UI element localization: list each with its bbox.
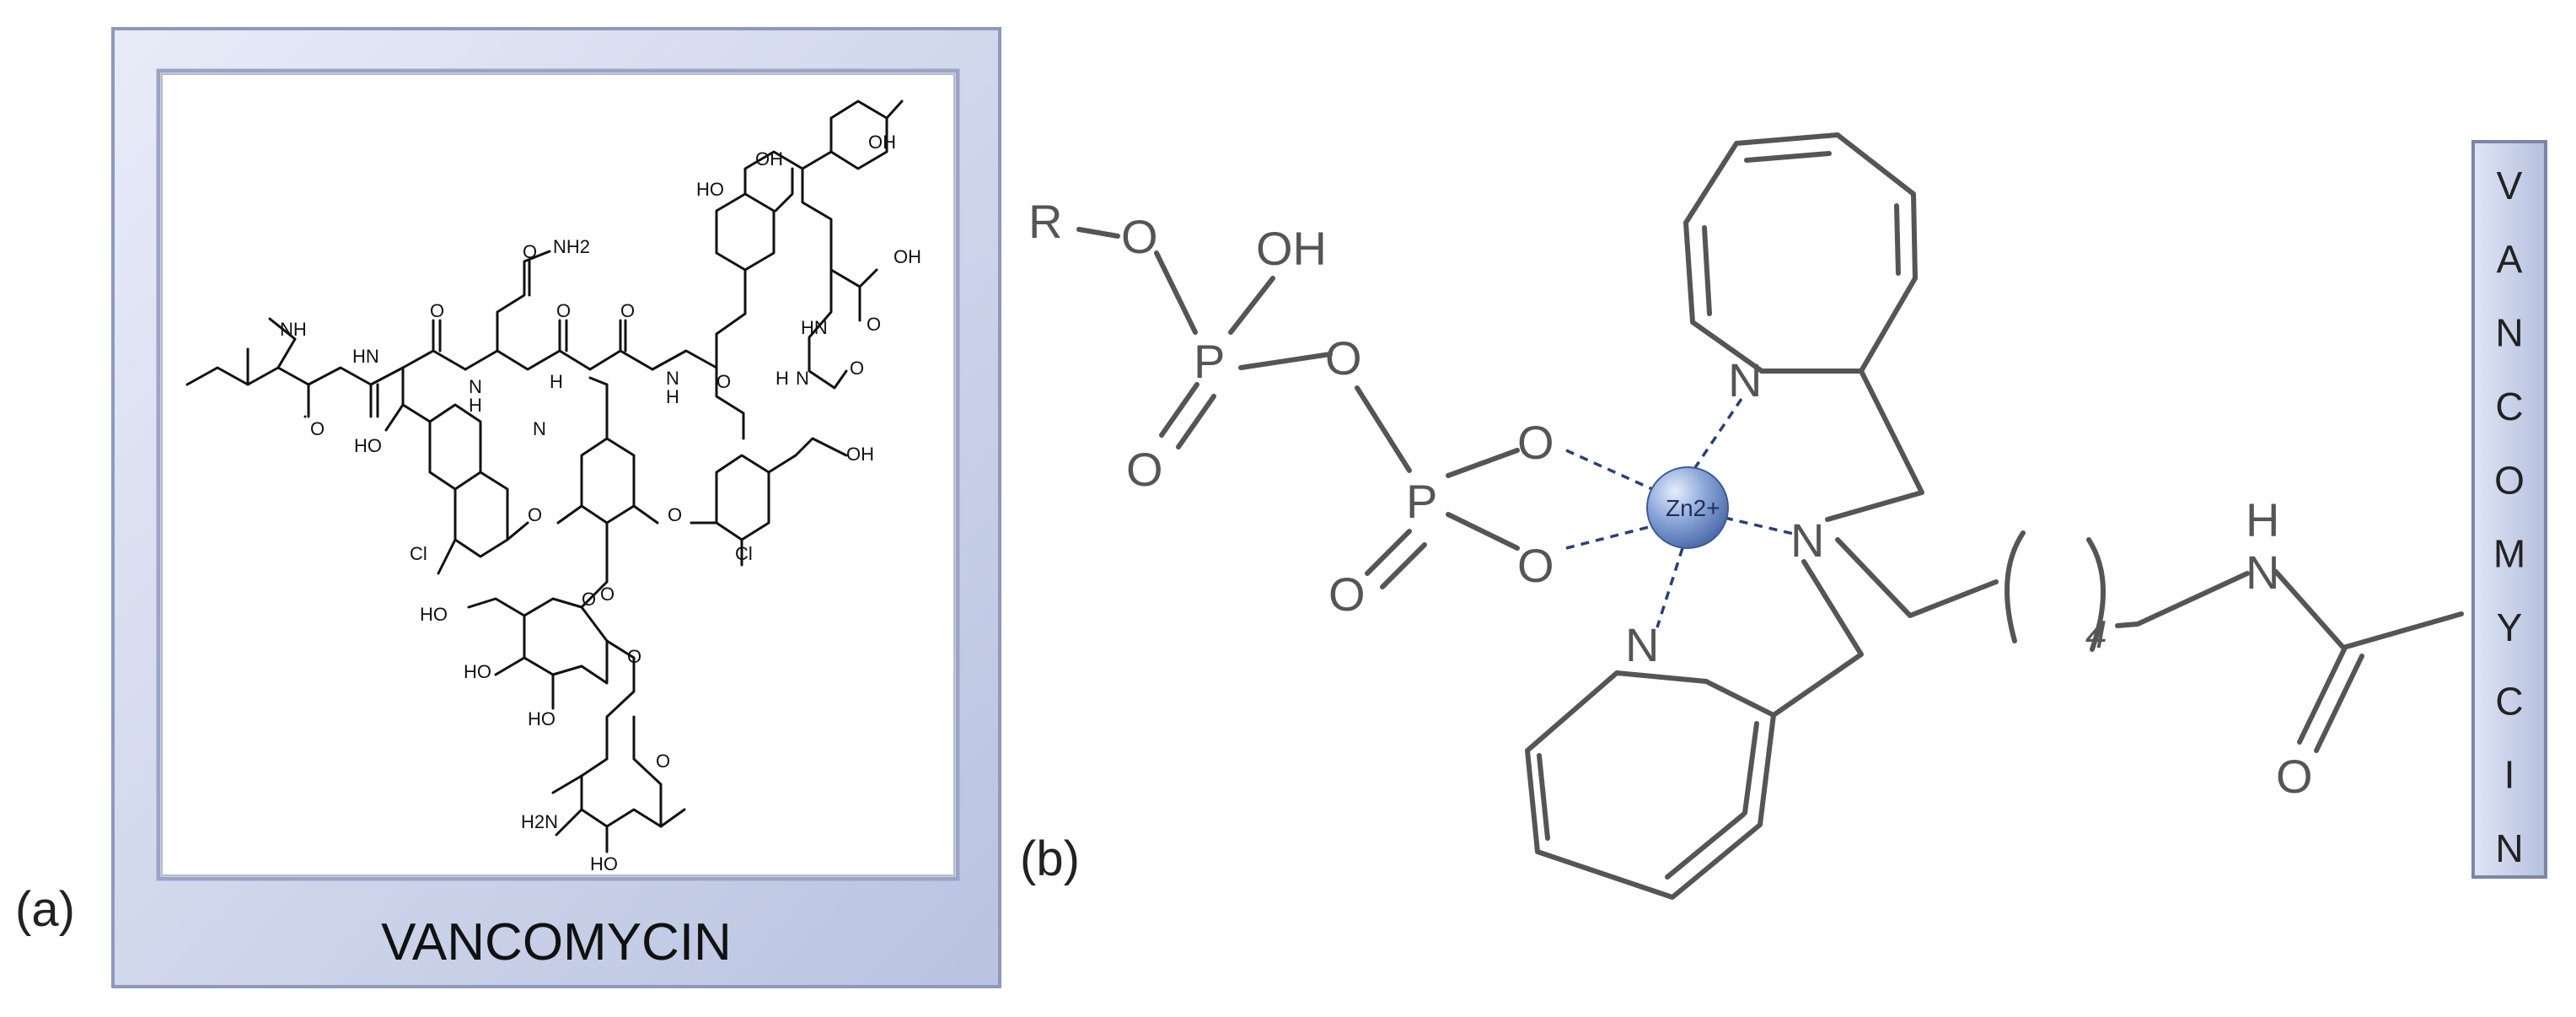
atom-o-2: O (430, 300, 444, 321)
atom-o-5: O (620, 300, 635, 321)
atom-hn-1: HN (352, 346, 379, 367)
atom-b-n-amine: N (1790, 514, 1824, 567)
panel-b-label: (b) (1020, 831, 1080, 886)
atom-b-o-bridge: O (1325, 331, 1362, 385)
atom-b-nh-n: N (2246, 546, 2279, 599)
atom-o-3: O (523, 241, 537, 262)
zn-complex-bonds (1076, 132, 2464, 900)
r-group-label: R (1028, 195, 1062, 248)
side-box-letter: Y (2497, 605, 2523, 649)
atom-b-n-pyridine-bottom: N (1625, 618, 1659, 671)
coordination-bonds (1565, 396, 1798, 628)
atom-o-ring1: O (582, 589, 596, 610)
atom-o-ring2: O (656, 751, 670, 772)
atom-oh-top2: OH (868, 132, 896, 153)
zn-complex-atom-labels: R O OH P O O O P O O Zn2+ N N N 4 N H O (1028, 195, 2313, 803)
side-box-letter: V (2497, 164, 2523, 207)
atom-n-6: N (796, 368, 809, 389)
atom-nh-methyl: NH (280, 319, 307, 340)
vancomycin-title: VANCOMYCIN (381, 913, 732, 971)
atom-b-o-double1: O (1126, 443, 1163, 496)
atom-h-2: H (469, 395, 482, 416)
side-box-letter: A (2497, 237, 2523, 281)
atom-b-o1: O (1121, 210, 1158, 263)
atom-o-ether1: O (528, 504, 542, 525)
atom-n-4: N (666, 368, 679, 389)
atom-h-3: H (550, 371, 563, 392)
atom-oh-5: OH (846, 444, 874, 465)
side-box-letter: N (2495, 311, 2523, 355)
side-box-letter: C (2495, 385, 2523, 428)
atom-b-o-double2: O (1328, 568, 1366, 621)
panel-a: (a) VANCOMYCIN (15, 27, 1001, 988)
vancomycin-side-box: VANCOMYCIN (2471, 140, 2547, 879)
atom-b-p1: P (1194, 335, 1225, 388)
atom-ho-sugar2: HO (464, 661, 491, 682)
atom-n-3: N (533, 418, 546, 439)
side-box-letter: O (2494, 458, 2525, 502)
atom-b-o-amide: O (2276, 750, 2313, 803)
side-box-letter: N (2495, 826, 2523, 870)
atom-b-zinc: Zn2+ (1666, 495, 1720, 521)
vancomycin-structure (185, 100, 904, 853)
side-box-letter: I (2504, 753, 2515, 797)
atom-n-2: N (469, 376, 482, 397)
side-box-letter: C (2495, 679, 2523, 723)
panel-a-label: (a) (15, 882, 75, 937)
side-box-letter: M (2493, 532, 2525, 576)
atom-b-n-pyridine-top: N (1728, 353, 1762, 406)
atom-ho-sugar1: HO (420, 604, 448, 625)
vancomycin-atom-labels: NH HN O HO O N H O NH2 N H O O N H O HO … (280, 132, 921, 874)
atom-ho-sugar3: HO (528, 708, 555, 729)
atom-o-glyco: O (600, 584, 614, 605)
atom-h-4: H (666, 386, 679, 407)
atom-nh2: NH2 (553, 236, 590, 257)
atom-b-o-coord2: O (1517, 539, 1554, 592)
atom-oh-top1: OH (755, 148, 783, 170)
atom-o-6: O (716, 371, 731, 392)
atom-cl-2: Cl (735, 543, 753, 564)
atom-ho-top: HO (696, 179, 724, 200)
repeat-count: 4 (2085, 612, 2107, 656)
atom-b-p2: P (1406, 475, 1437, 528)
atom-o-7: O (850, 358, 864, 379)
atom-ho-1: HO (354, 435, 382, 456)
atom-o-4: O (556, 300, 571, 321)
panel-b: (b) (1020, 132, 2547, 900)
atom-o-link: O (627, 646, 641, 667)
atom-o-1: O (310, 418, 325, 439)
atom-cl-1: Cl (410, 543, 427, 564)
atom-b-nh-h: H (2246, 493, 2279, 546)
side-box-frame (2471, 140, 2547, 879)
atom-h-6: H (775, 368, 789, 389)
atom-b-o-coord1: O (1517, 416, 1554, 469)
atom-b-oh: OH (1256, 222, 1327, 275)
structure-area (156, 68, 960, 881)
zinc-ion-sphere (1646, 466, 1729, 549)
atom-o-acid: O (867, 314, 881, 335)
atom-oh-acid: OH (894, 246, 921, 267)
atom-hn-5: HN (801, 317, 828, 338)
atom-ho-sugar4: HO (590, 853, 618, 874)
atom-o-ether2: O (668, 504, 682, 525)
atom-h2n: H2N (521, 811, 558, 832)
